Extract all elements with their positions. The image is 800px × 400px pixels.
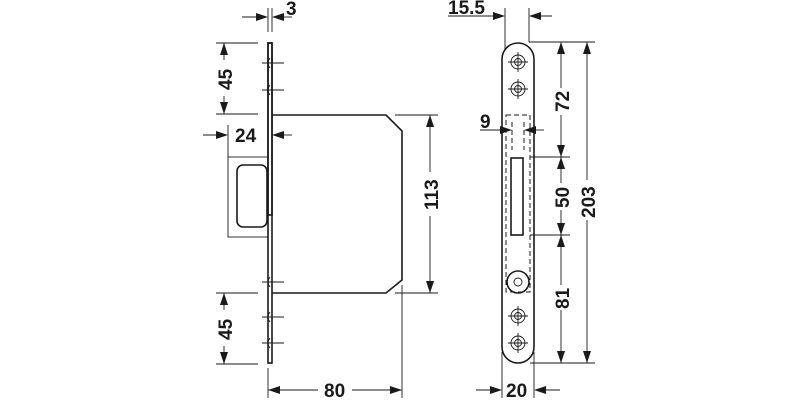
dim-latch-width: 9	[480, 112, 544, 134]
dim-label-45-top: 45	[216, 68, 237, 90]
dim-top-screw-zone: 45	[216, 42, 258, 115]
dim-latch-opening: 50	[553, 157, 574, 235]
screw-hole-top-1	[508, 52, 528, 72]
dim-total-height: 203	[579, 42, 600, 363]
dim-bottom-screw-zone: 45	[216, 292, 258, 365]
dim-bolt-projection: 24	[203, 125, 292, 157]
dim-faceplate-offset: 15.5	[448, 0, 552, 50]
dim-latch-to-bottom: 81	[553, 235, 574, 363]
faceplate-front	[501, 42, 535, 364]
dim-label-3: 3	[286, 0, 297, 20]
screw-hole-bottom-1	[508, 306, 528, 326]
dim-case-height: 113	[395, 114, 443, 294]
screw-hole-marks-bottom	[262, 276, 284, 349]
dim-top-to-latch: 72	[553, 42, 574, 157]
latch-opening	[510, 157, 524, 236]
lock-case	[272, 114, 403, 294]
front-view: 15.5 9 72 50	[448, 0, 600, 400]
screw-hole-bottom-2	[508, 333, 528, 353]
dim-label-24: 24	[235, 126, 257, 147]
dim-label-15-5: 15.5	[448, 0, 485, 19]
dim-label-45-bottom: 45	[216, 318, 237, 340]
case-outline-hidden	[505, 114, 531, 293]
screw-hole-marks-top	[262, 57, 284, 96]
dim-label-81: 81	[553, 287, 574, 309]
follower-hole	[506, 270, 530, 294]
dim-label-20: 20	[506, 381, 527, 400]
dim-backset-depth: 80	[267, 285, 403, 400]
latch-bolt-outer	[227, 156, 269, 238]
latch-bolt-inner	[236, 164, 268, 228]
dim-label-50: 50	[553, 187, 574, 208]
dim-label-203: 203	[579, 186, 600, 218]
dim-faceplate-width: 20	[476, 352, 560, 400]
screw-hole-top-2	[508, 79, 528, 99]
side-view: 3 45 24 113	[203, 0, 443, 400]
dim-label-113: 113	[422, 179, 443, 210]
dim-label-9: 9	[480, 112, 491, 133]
dim-label-80: 80	[324, 381, 345, 400]
dim-label-72: 72	[553, 91, 574, 112]
dim-faceplate-thickness: 3	[242, 0, 297, 32]
